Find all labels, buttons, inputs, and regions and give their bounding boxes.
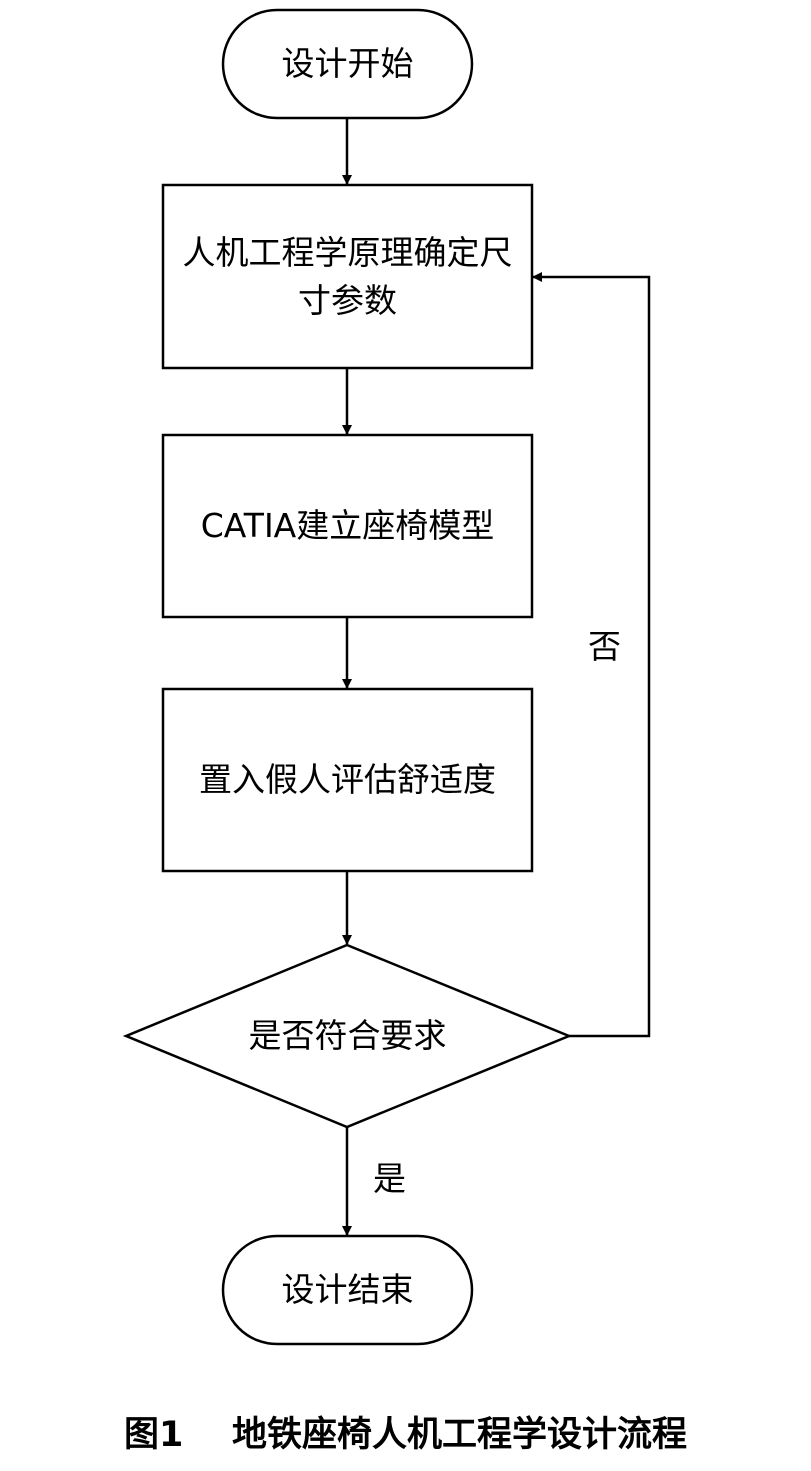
process-box-catia-model (161, 433, 534, 619)
step1-label: 人机工程学原理确定尺寸参数 (182, 232, 513, 320)
process-box-dummy-evaluation (161, 687, 534, 873)
arrow-decision-no-loop (532, 272, 651, 1038)
step3-label: 置入假人评估舒适度 (199, 760, 496, 800)
decision-label: 是否符合要求 (248, 1016, 447, 1056)
process-box-dimension-params (161, 183, 534, 370)
end-terminator (221, 1234, 474, 1346)
edge-label-no: 否 (588, 627, 621, 666)
start-label: 设计开始 (281, 44, 414, 84)
end-label: 设计结束 (281, 1270, 414, 1310)
figure-number: 图1 (123, 1415, 184, 1455)
figure-caption: 图1 地铁座椅人机工程学设计流程 (0, 1418, 811, 1453)
edge-label-yes: 是 (373, 1159, 406, 1198)
figure-title: 地铁座椅人机工程学设计流程 (232, 1415, 688, 1455)
step2-label: CATIA建立座椅模型 (200, 506, 495, 546)
